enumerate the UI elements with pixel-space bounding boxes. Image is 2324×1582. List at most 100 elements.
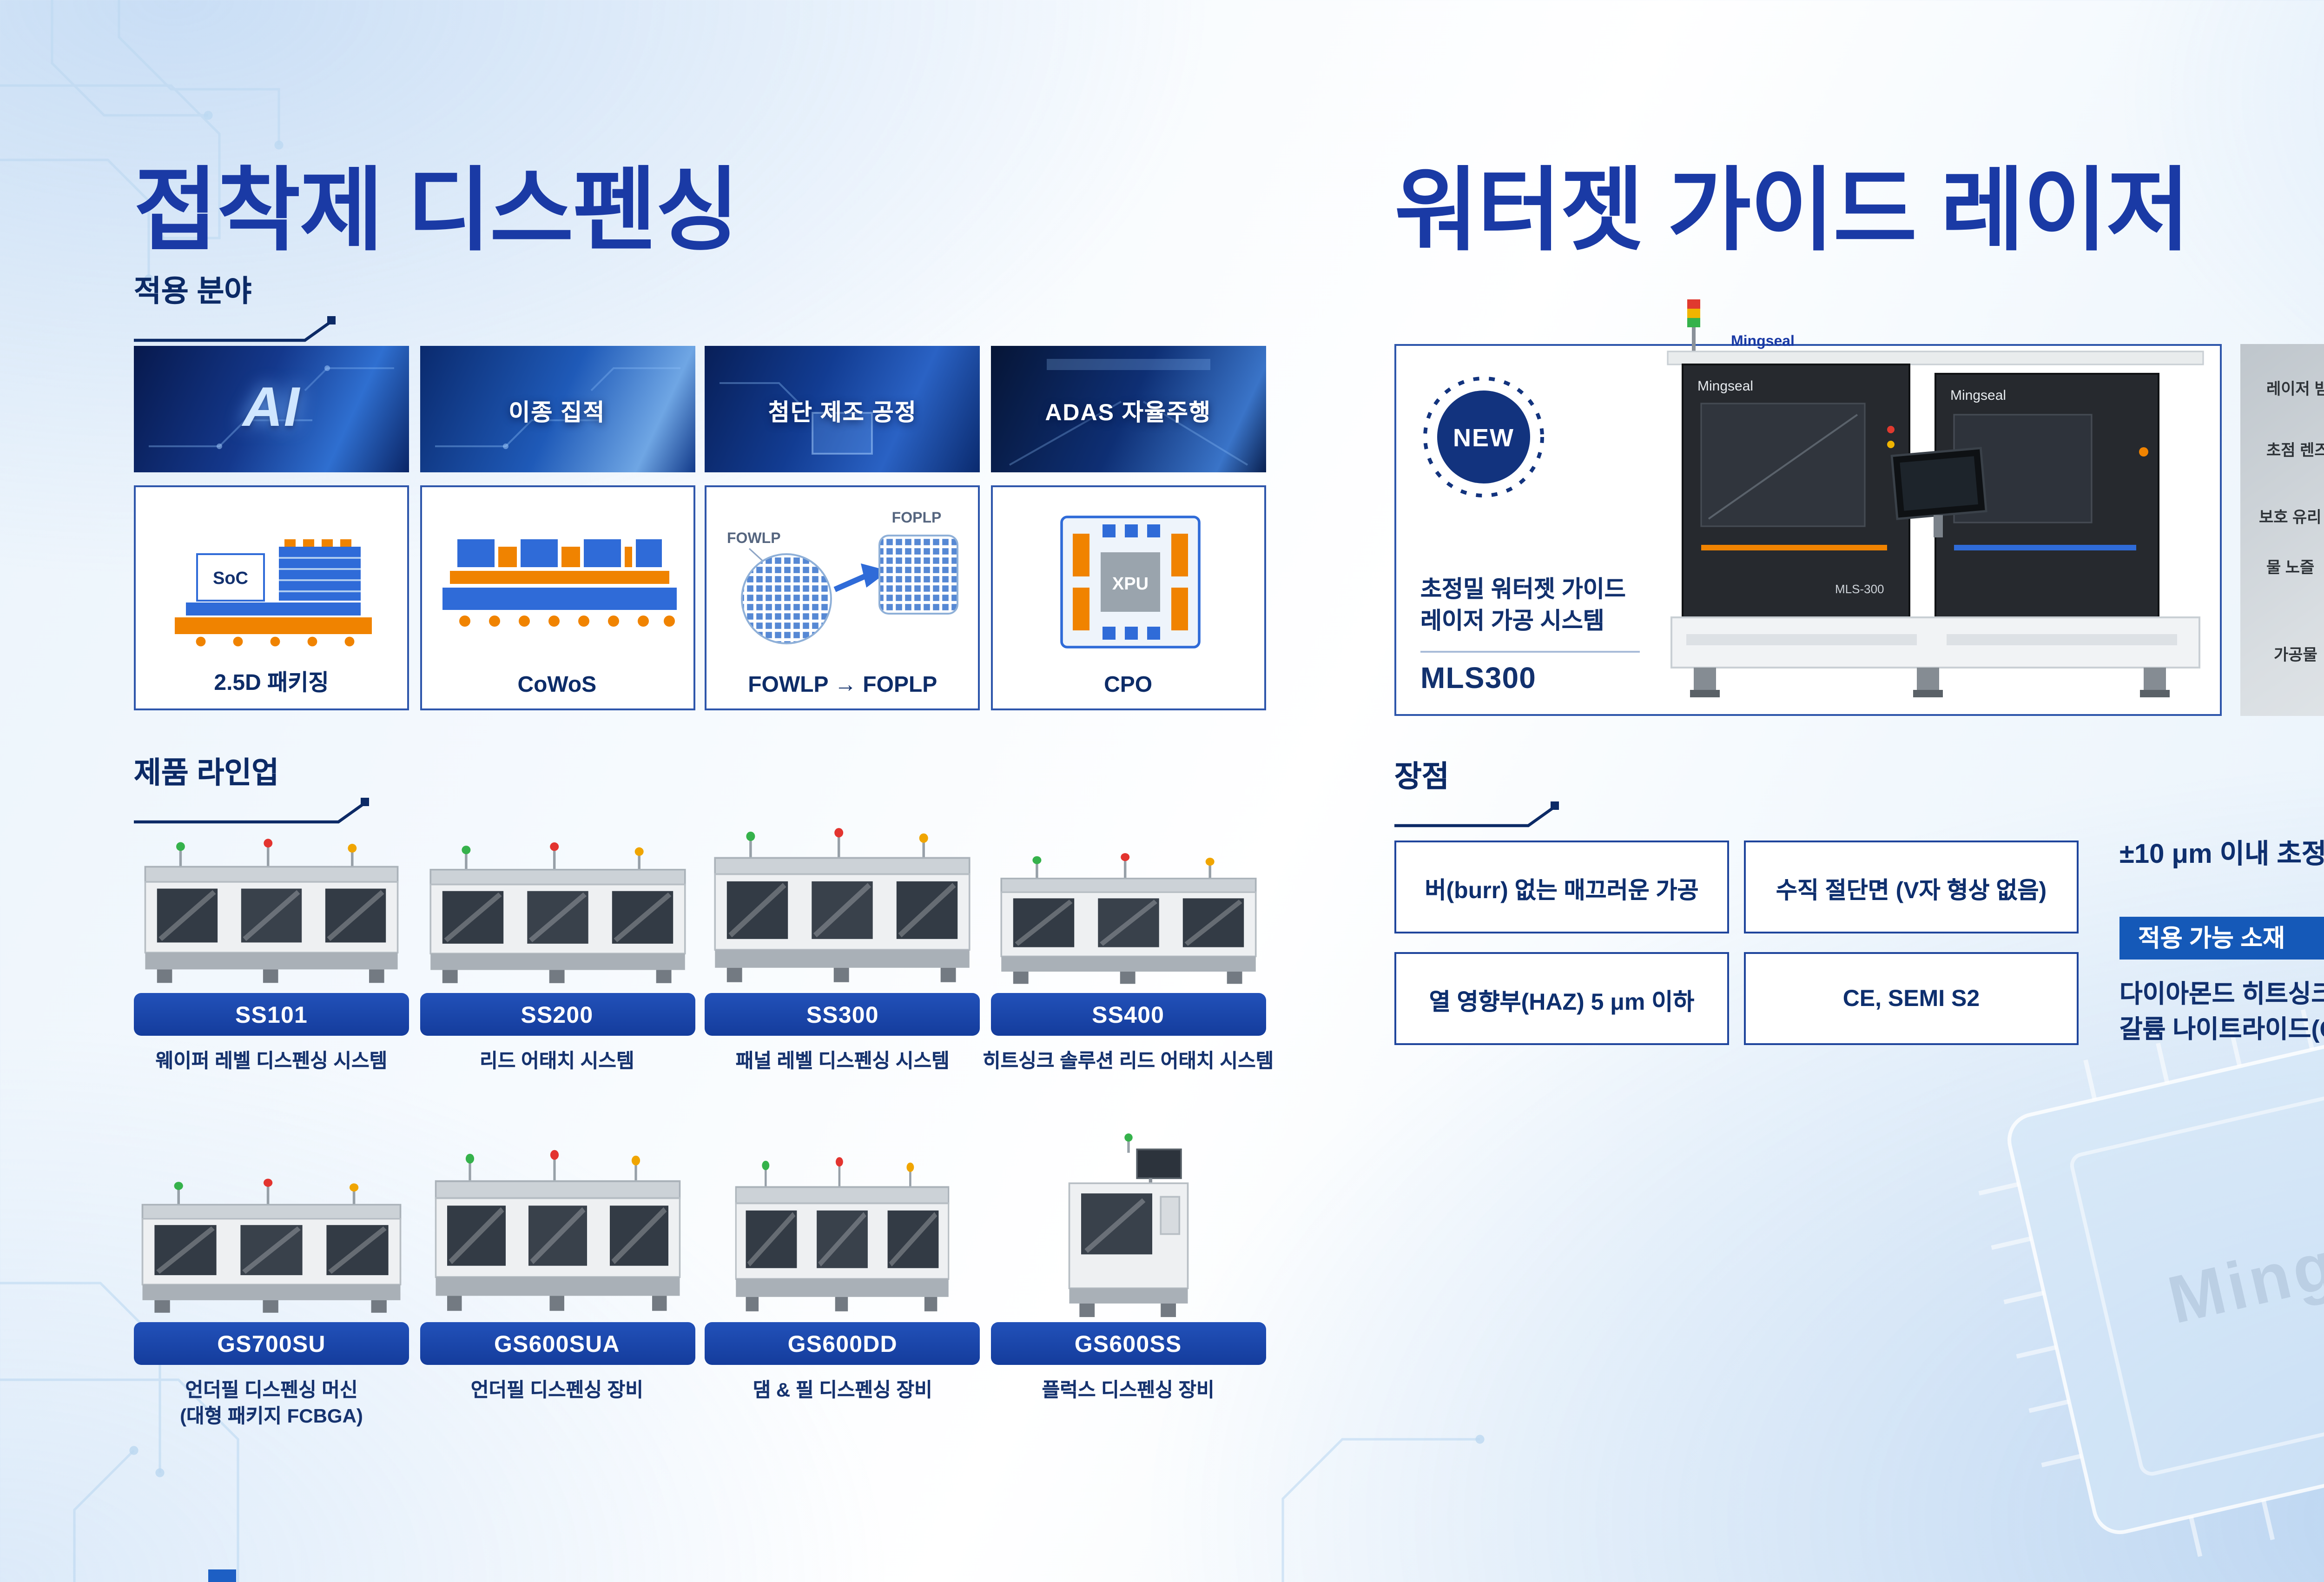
advantage-box-certification: CE, SEMI S2 (1744, 952, 2079, 1045)
product-caption: 히트싱크 솔루션 리드 어태치 시스템 (983, 1051, 1274, 1073)
xpu-chip-label: XPU (1112, 574, 1148, 594)
product-ss200: SS200 리드 어태치 시스템 (419, 813, 695, 1075)
machine-illustration (707, 822, 978, 993)
product-ss300: SS300 패널 레벨 디스펜싱 시스템 (705, 813, 980, 1075)
machine-illustration (421, 837, 693, 993)
machine-illustration (992, 848, 1264, 993)
tile-circuit-decoration (1009, 359, 1248, 466)
app-tile-label: ADAS 자율주행 (1045, 399, 1211, 425)
diagram-tile-fowlp-foplp: FOWLP FOPLP FOWLP → FOPLP (705, 485, 980, 710)
fowlp-label: FOWLP (727, 530, 781, 546)
tile-circuit-decoration (434, 367, 680, 449)
machine-illustration (1052, 1132, 1204, 1322)
product-caption: 언더필 디스펜싱 장비 (470, 1380, 643, 1402)
product-model-badge: GS600DD (705, 1322, 980, 1365)
lineup-label-text: 제품 라인업 (134, 759, 279, 790)
product-gs600dd: GS600DD 댐 & 필 디스펜싱 장비 (705, 1129, 980, 1430)
new-badge: NEW (1423, 377, 1544, 497)
product-photo (419, 813, 694, 993)
machine-model-label: MLS-300 (1835, 582, 1884, 596)
machine-brand-logo: Mingseal (1950, 388, 2006, 403)
label-laser-beam: 레이저 빔 (2266, 380, 2324, 398)
product-photo (990, 1129, 1266, 1322)
diagram-2-5d-packaging: SoC (175, 539, 372, 647)
product-caption: 댐 & 필 디스펜싱 장비 (753, 1380, 932, 1402)
diagram-tile-cpo: XPU CPO (990, 485, 1266, 710)
product-caption: 리드 어태치 시스템 (480, 1051, 634, 1073)
new-badge-text: NEW (1453, 424, 1514, 452)
label-workpiece: 가공물 (2274, 646, 2317, 664)
lineup-section-label: 제품 라인업 (134, 748, 413, 827)
product-caption: 웨이퍼 레벨 디스펜싱 시스템 (155, 1051, 388, 1073)
left-page-title: 접착제 디스펜싱 (134, 162, 739, 262)
bottom-left-corner-mark (208, 1569, 236, 1582)
app-tile-label: 첨단 제조 공정 (768, 399, 917, 425)
product-photo (705, 1129, 980, 1322)
section-underline-decoration (134, 798, 369, 824)
app-tile-label: 이종 집적 (508, 399, 606, 425)
product-ss101: SS101 웨이퍼 레벨 디스펜싱 시스템 (134, 813, 409, 1075)
machine-illustration (729, 1151, 956, 1322)
machine-brand-logo: Mingseal (1697, 378, 1753, 394)
product-model-text: GS700SU (217, 1330, 326, 1357)
product-model-text: SS400 (1092, 1001, 1165, 1027)
product-gs600ss: GS600SS 플럭스 디스펜싱 장비 (990, 1129, 1266, 1430)
right-page-title: 워터젯 가이드 레이저 (1394, 162, 2190, 262)
product-caption: 플럭스 디스펜싱 장비 (1042, 1380, 1215, 1402)
mls300-product-box: NEW 초정밀 워터젯 가이드 레이저 가공 시스템 MLS300 Mingse… (1394, 299, 2222, 716)
product-model-badge: SS101 (134, 993, 409, 1036)
label-focus-lens: 초점 렌즈 (2266, 442, 2324, 459)
label-water-nozzle: 물 노즐 (2266, 559, 2314, 576)
diagram-caption: CoWoS (517, 671, 597, 697)
laser-principle-diagram: 레이저 빔 초점 렌즈 보호 유리 물 노즐 가공물 에너지 결합 빔 (2240, 344, 2324, 716)
product-model-text: GS600SS (1074, 1330, 1182, 1357)
materials-header-bar: 적용 가능 소재 (2119, 917, 2324, 960)
product-model-badge: GS600SS (990, 1322, 1266, 1365)
product-model-text: GS600DD (787, 1330, 898, 1357)
product-model-text: SS300 (806, 1001, 879, 1027)
diagram-tile-2-5d: SoC 2.5D 패키징 (134, 485, 409, 710)
mls300-machine-photo: Mingseal Mingseal MLS-300 Mingseal (1667, 299, 2204, 697)
specs-block: ±10 μm 이내 초정밀 가공 적용 가능 소재 다이아몬드 히트싱크, 실리… (2119, 833, 2324, 1047)
diagram-fowlp-foplp: FOWLP FOPLP (727, 509, 959, 644)
applications-section-label: 적용 분야 (134, 266, 376, 346)
soc-chip-label: SoC (213, 569, 248, 588)
applications-label-text: 적용 분야 (134, 277, 252, 309)
product-gs700su: GS700SU 언더필 디스펜싱 머신(대형 패키지 FCBGA) (134, 1129, 409, 1430)
diagram-cowos (442, 539, 676, 627)
product-ss400: SS400 히트싱크 솔루션 리드 어태치 시스템 (983, 813, 1274, 1075)
app-tile-advanced-manufacturing: 첨단 제조 공정 (705, 346, 980, 472)
application-diagram-row: SoC 2.5D 패키징 CoWoS FOWLP FOPLP (134, 485, 1266, 710)
machine-illustration (134, 1173, 409, 1322)
precision-spec-text: ±10 μm 이내 초정밀 가공 (2119, 841, 2324, 870)
tile-circuit-decoration (149, 365, 394, 449)
product-photo (419, 1129, 694, 1322)
machine-illustration (136, 833, 407, 993)
system-model-name: MLS300 (1420, 664, 1537, 695)
app-tile-ai: AI (134, 346, 409, 472)
system-description: 초정밀 워터젯 가이드 레이저 가공 시스템 (1420, 576, 1626, 634)
advantages-label-text: 장점 (1394, 762, 1449, 794)
product-model-badge: SS400 (990, 993, 1266, 1036)
product-model-badge: GS600SUA (419, 1322, 695, 1365)
product-model-text: SS101 (235, 1001, 308, 1027)
foplp-label: FOPLP (892, 509, 942, 526)
diagram-caption: CPO (1104, 671, 1153, 697)
product-photo (705, 813, 980, 993)
tile-circuit-decoration (720, 382, 873, 455)
product-model-badge: SS200 (419, 993, 695, 1036)
product-model-badge: SS300 (705, 993, 980, 1036)
advantage-box-haz: 열 영향부(HAZ) 5 μm 이하 (1394, 952, 1729, 1045)
diagram-caption: FOWLP → FOPLP (748, 671, 938, 697)
divider (1420, 651, 1640, 653)
product-model-text: GS600SUA (494, 1330, 620, 1357)
product-caption: 패널 레벨 디스펜싱 시스템 (735, 1051, 950, 1073)
advantage-box-burr-free: 버(burr) 없는 매끄러운 가공 (1394, 841, 1729, 933)
app-tile-label: AI (243, 377, 300, 439)
machine-brand-logo: Mingseal (1731, 332, 1795, 349)
section-underline-decoration (1394, 801, 1559, 827)
product-model-badge: GS700SU (134, 1322, 409, 1365)
materials-list: 다이아몬드 히트싱크, 실리콘 카바이드(SiC), 갈륨 나이트라이드(GaN… (2119, 980, 2324, 1043)
